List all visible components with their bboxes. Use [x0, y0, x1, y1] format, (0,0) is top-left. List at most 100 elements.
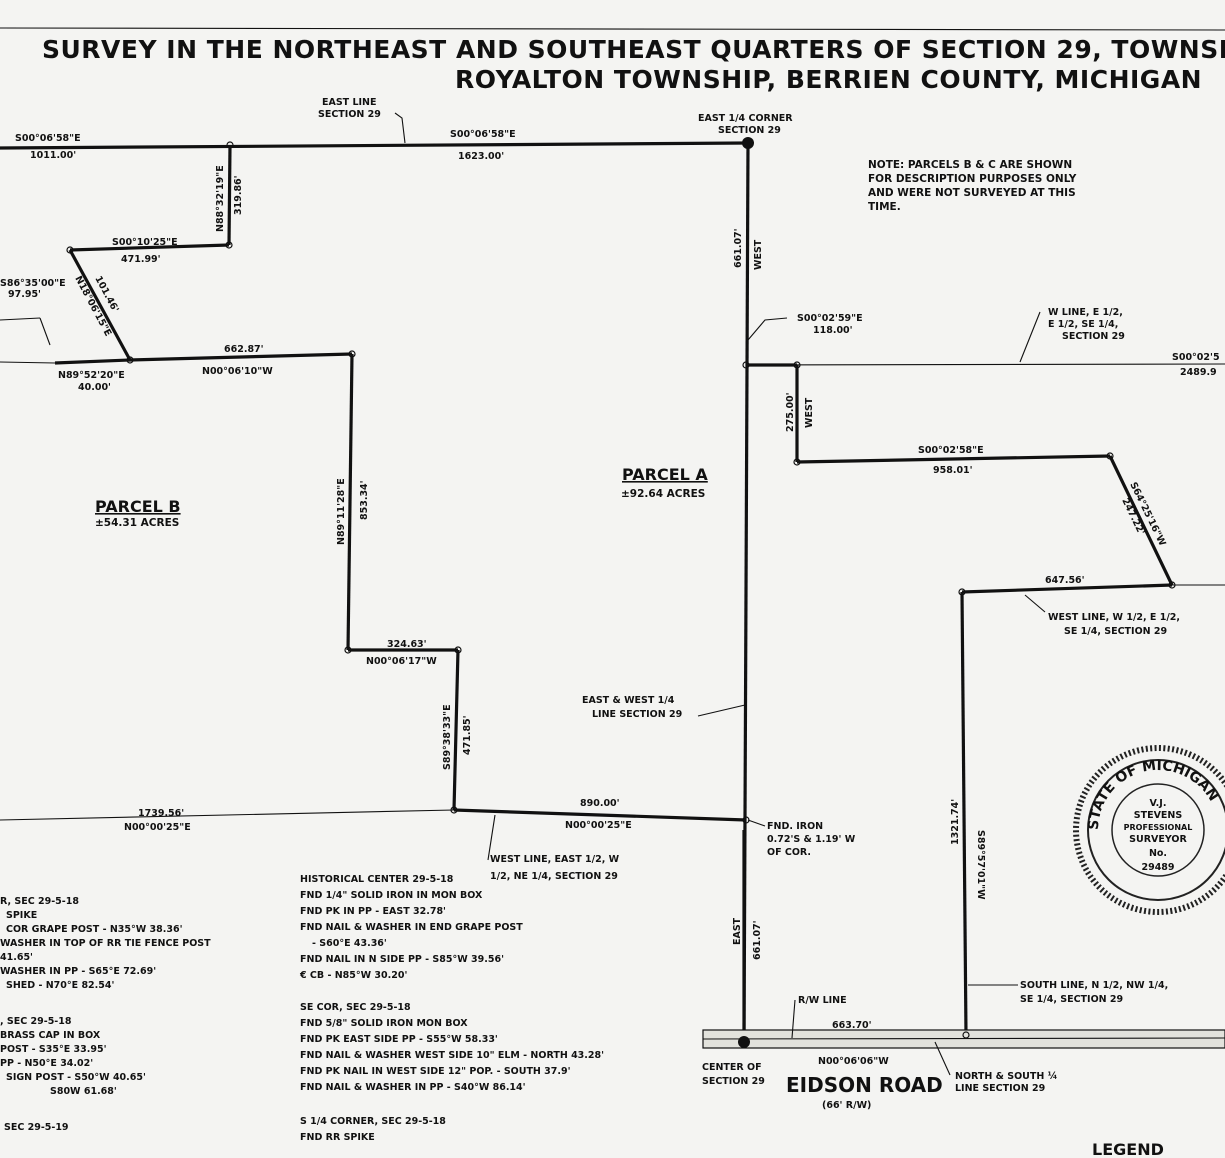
road-rw: (66' R/W)	[822, 1100, 871, 1111]
label-fnd-iron-2: 0.72'S & 1.19' W	[767, 834, 856, 845]
ref-left-15: SEC 29-5-19	[4, 1122, 69, 1133]
parcel-c-edge-2	[39, 317, 51, 346]
bearing-s00-02-58: S00°02'58"E	[918, 445, 984, 456]
label-ew-line-1: EAST & WEST 1/4	[582, 695, 675, 706]
ref-mid-6: € CB - N85°W 30.20'	[299, 970, 407, 981]
east-quarter-corner-marker	[742, 137, 754, 149]
bearing-n89-11: N89°11'28"E	[336, 478, 347, 545]
seal-line-2: STEVENS	[1134, 810, 1183, 821]
leader-w-line	[1019, 311, 1041, 363]
legend-heading: LEGEND	[1092, 1140, 1164, 1158]
ref-mid-13: FND NAIL & WASHER IN PP - S40°W 86.14'	[300, 1082, 526, 1093]
bearing-right-edge: S00°02'5	[1172, 352, 1220, 363]
distance-471-99: 471.99'	[121, 254, 161, 265]
distance-661-bottom: 661.07'	[752, 920, 763, 960]
ref-mid-11: FND NAIL & WASHER WEST SIDE 10" ELM - NO…	[300, 1050, 604, 1061]
ref-left-5: WASHER IN PP - S65°E 72.69'	[0, 966, 156, 977]
north-line	[0, 141, 749, 150]
line-n18	[68, 249, 132, 361]
distance-40: 40.00'	[78, 382, 111, 393]
center-section-marker	[738, 1036, 750, 1048]
bearing-s00-02-59: S00°02'59"E	[797, 313, 863, 324]
corner-marker	[66, 246, 74, 254]
ref-mid-4: - S60°E 43.36'	[312, 938, 387, 949]
corner-marker	[348, 350, 356, 358]
ref-mid-15: S 1/4 CORNER, SEC 29-5-18	[300, 1116, 446, 1127]
corner-marker	[450, 806, 458, 814]
seal-line-6: 29489	[1141, 862, 1174, 873]
bearing-top-left: S00°06'58"E	[15, 133, 81, 144]
bearing-n00-06-17: N00°06'17"W	[366, 656, 437, 667]
distance-97: 97.95'	[8, 289, 41, 300]
boundary-lines	[0, 141, 1225, 1044]
label-ew-line-2: LINE SECTION 29	[592, 709, 682, 720]
line-853	[346, 353, 354, 651]
bearing-n00-00-25b: N00°00'25"E	[565, 820, 632, 831]
bearing-s00-10: S00°10'25"E	[112, 237, 178, 248]
label-fnd-iron-3: OF COR.	[767, 847, 811, 858]
label-w-line-3: SECTION 29	[1062, 331, 1125, 342]
distance-663: 663.70'	[832, 1020, 872, 1031]
note-line-3: AND WERE NOT SURVEYED AT THIS	[868, 187, 1076, 199]
line-471-85	[452, 649, 460, 811]
label-west-line-1: WEST LINE, W 1/2, E 1/2,	[1048, 612, 1180, 623]
leader-west-line	[1024, 594, 1046, 613]
direction-west-2: WEST	[804, 397, 815, 428]
label-west-line-e-1: WEST LINE, EAST 1/2, W	[490, 854, 620, 865]
bearing-86: S86°35'00"E	[0, 278, 66, 289]
seal-ring	[1087, 759, 1225, 901]
label-rw-line: R/W LINE	[798, 995, 847, 1006]
label-south-line-1: SOUTH LINE, N 1/2, NW 1/4,	[1020, 980, 1168, 991]
ref-mid-3: FND NAIL & WASHER IN END GRAPE POST	[300, 922, 523, 933]
seal-outer-ring	[1073, 745, 1225, 915]
line-n89-52	[54, 358, 131, 365]
ref-left-12: SIGN POST - S50°W 40.65'	[6, 1072, 146, 1083]
leader-west-line-e	[487, 814, 496, 861]
distance-1321: 1321.74'	[950, 799, 961, 845]
title-line-1: SURVEY IN THE NORTHEAST AND SOUTHEAST QU…	[42, 35, 1225, 64]
ref-left-1: SPIKE	[6, 910, 37, 921]
ref-left-2: COR GRAPE POST - N35°W 38.36'	[6, 924, 182, 935]
ref-mid-5: FND NAIL IN N SIDE PP - S85°W 39.56'	[300, 954, 504, 965]
label-center-1: CENTER OF	[702, 1062, 762, 1073]
distance-662: 662.87'	[224, 344, 264, 355]
direction-east: EAST	[732, 917, 743, 945]
leader-lines	[394, 112, 1046, 1076]
label-w-line-1: W LINE, E 1/2,	[1048, 307, 1123, 318]
line-958	[796, 454, 1111, 464]
parcel-b-area: ±54.31 ACRES	[95, 517, 179, 529]
label-fnd-iron-1: FND. IRON	[767, 821, 823, 832]
ref-mid-0: HISTORICAL CENTER 29-5-18	[300, 874, 454, 885]
ref-mid-10: FND PK EAST SIDE PP - S55°W 58.33'	[300, 1034, 498, 1045]
corner-marker	[1168, 581, 1176, 589]
bearing-n88: N88°32'19"E	[215, 165, 226, 232]
distance-661-top: 661.07'	[733, 228, 744, 268]
ref-left-0: R, SEC 29-5-18	[0, 896, 79, 907]
ref-left-6: SHED - N70°E 82.54'	[6, 980, 114, 991]
leader-east-line	[394, 112, 406, 144]
bearing-s89-38: S89°38'33"E	[442, 704, 453, 770]
corner-marker	[793, 458, 801, 466]
ref-left-9: BRASS CAP IN BOX	[0, 1030, 101, 1041]
label-east-line-2: SECTION 29	[318, 109, 381, 120]
distance-right-edge: 2489.9	[1180, 367, 1217, 378]
label-west-line-e-2: 1/2, NE 1/4, SECTION 29	[490, 871, 618, 882]
parcel-c-edge-1	[0, 317, 41, 321]
leader-ew-line	[697, 704, 746, 717]
note-line-4: TIME.	[868, 201, 901, 213]
seal-line-5: No.	[1149, 848, 1167, 859]
line-662	[129, 352, 353, 362]
line-1321	[960, 591, 968, 1036]
ref-left-8: , SEC 29-5-18	[0, 1016, 72, 1027]
distance-n88: 319.86'	[233, 175, 244, 215]
distance-324: 324.63'	[387, 639, 427, 650]
line-s00-10	[69, 243, 230, 252]
leader-s00-02-59	[747, 317, 788, 341]
ref-mid-2: FND PK IN PP - EAST 32.78'	[300, 906, 446, 917]
distance-1739: 1739.56'	[138, 808, 184, 819]
corner-marker	[344, 646, 352, 654]
distance-958: 958.01'	[933, 465, 973, 476]
bearing-s89-57: S89°57'01"W	[975, 830, 986, 900]
label-east-corner-2: SECTION 29	[718, 125, 781, 136]
